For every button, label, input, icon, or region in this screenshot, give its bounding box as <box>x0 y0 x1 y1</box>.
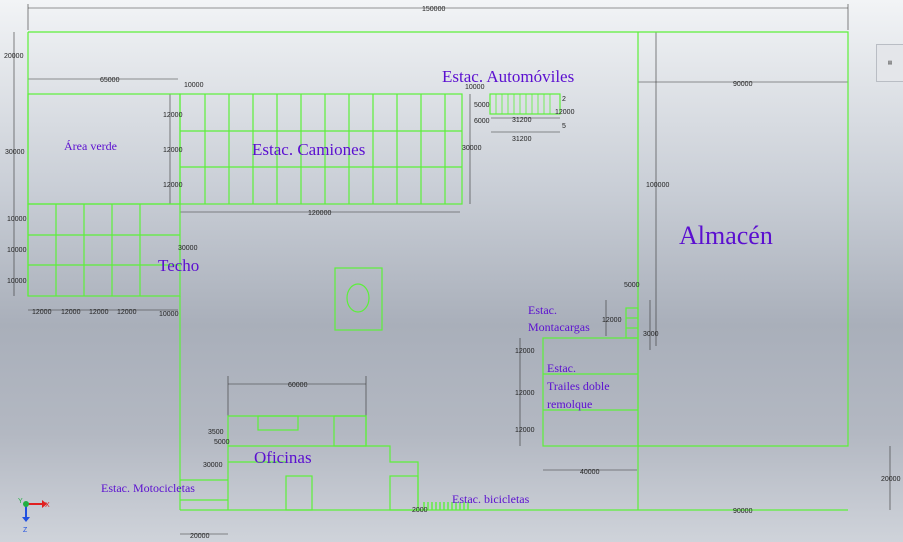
dim-gap-10000: 10000 <box>184 82 204 89</box>
dim-oficinas-3: 30000 <box>203 462 223 469</box>
dim-bici-1: 2000 <box>412 507 428 514</box>
label-bicicletas: Estac. bicicletas <box>452 492 530 506</box>
label-trailes-1: Estac. <box>547 361 576 375</box>
dim-montacargas-1: 5000 <box>624 282 640 289</box>
label-trailes-2: Trailes doble <box>547 379 610 393</box>
camiones-stalls <box>204 94 446 204</box>
zone-labels: Área verde Estac. Camiones Estac. Automó… <box>64 67 773 506</box>
label-almacen: Almacén <box>679 221 773 250</box>
dim-camiones-width: 120000 <box>308 210 331 217</box>
axis-x-label: X <box>45 502 50 509</box>
dim-techo-col-2: 12000 <box>61 309 81 316</box>
dim-auto-7: 12000 <box>555 109 575 116</box>
dim-trailes-row-3: 12000 <box>515 427 535 434</box>
bicycle-stalls <box>423 502 469 510</box>
dim-total-width: 150000 <box>422 6 445 13</box>
plan-geometry <box>27 31 849 511</box>
dim-techo-height: 30000 <box>178 245 198 252</box>
dim-auto-2: 6000 <box>474 118 490 125</box>
dim-montacargas-2: 12000 <box>602 317 622 324</box>
dim-oficinas-1: 3500 <box>208 429 224 436</box>
dim-techo-side: 10000 <box>159 311 179 318</box>
dim-oficinas-width: 60000 <box>288 382 308 389</box>
dim-camiones-row-2: 12000 <box>163 147 183 154</box>
dim-montacargas-3: 3000 <box>643 331 659 338</box>
view-cube-button[interactable]: ▦ <box>876 44 903 82</box>
label-montacargas-1: Estac. <box>528 303 557 317</box>
dim-oficinas-2: 5000 <box>214 439 230 446</box>
axis-triad: X Y Z <box>18 498 50 534</box>
dim-area-verde-height: 30000 <box>5 149 25 156</box>
label-trailes-3: remolque <box>547 397 592 411</box>
dim-techo-row-3: 10000 <box>7 278 27 285</box>
dim-moto-width: 20000 <box>190 533 210 540</box>
label-oficinas: Oficinas <box>254 448 312 467</box>
dimension-labels: 150000 20000 65000 10000 30000 12000 120… <box>4 6 901 540</box>
dim-auto-3: 31200 <box>512 117 532 124</box>
dim-auto-6: 5 <box>562 123 566 130</box>
dim-almacen-width: 90000 <box>733 81 753 88</box>
dim-trailes-row-2: 12000 <box>515 390 535 397</box>
dim-trailes-row-1: 12000 <box>515 348 535 355</box>
dim-top-left-height: 20000 <box>4 53 24 60</box>
dim-bottom-right-height: 20000 <box>881 476 901 483</box>
dim-bottom-right-width: 90000 <box>733 508 753 515</box>
dim-almacen-height: 100000 <box>646 182 669 189</box>
dim-camiones-height: 30000 <box>462 145 482 152</box>
dim-auto-1: 5000 <box>474 102 490 109</box>
label-techo: Techo <box>158 256 199 275</box>
dim-auto-5: 2 <box>562 96 566 103</box>
dim-auto-4: 31200 <box>512 136 532 143</box>
label-montacargas-2: Montacargas <box>528 320 590 334</box>
dim-area-verde-width: 65000 <box>100 77 120 84</box>
label-area-verde: Área verde <box>64 139 117 153</box>
dim-techo-col-4: 12000 <box>117 309 137 316</box>
dim-auto-gap: 10000 <box>465 84 485 91</box>
axis-z-label: Z <box>23 527 28 534</box>
dim-techo-col-1: 12000 <box>32 309 52 316</box>
dim-camiones-row-1: 12000 <box>163 112 183 119</box>
axis-origin-icon <box>23 501 29 507</box>
dim-techo-col-3: 12000 <box>89 309 109 316</box>
dim-trailes-width: 40000 <box>580 469 600 476</box>
label-automoviles: Estac. Automóviles <box>442 67 574 86</box>
dim-techo-row-2: 10000 <box>7 247 27 254</box>
dim-camiones-row-3: 12000 <box>163 182 183 189</box>
label-camiones: Estac. Camiones <box>252 140 365 159</box>
axis-y-label: Y <box>18 498 23 505</box>
auto-stalls <box>495 94 551 114</box>
dim-techo-row-1: 10000 <box>7 216 27 223</box>
label-motocicletas: Estac. Motocicletas <box>101 481 195 495</box>
view-cube-icon: ▦ <box>887 60 893 66</box>
